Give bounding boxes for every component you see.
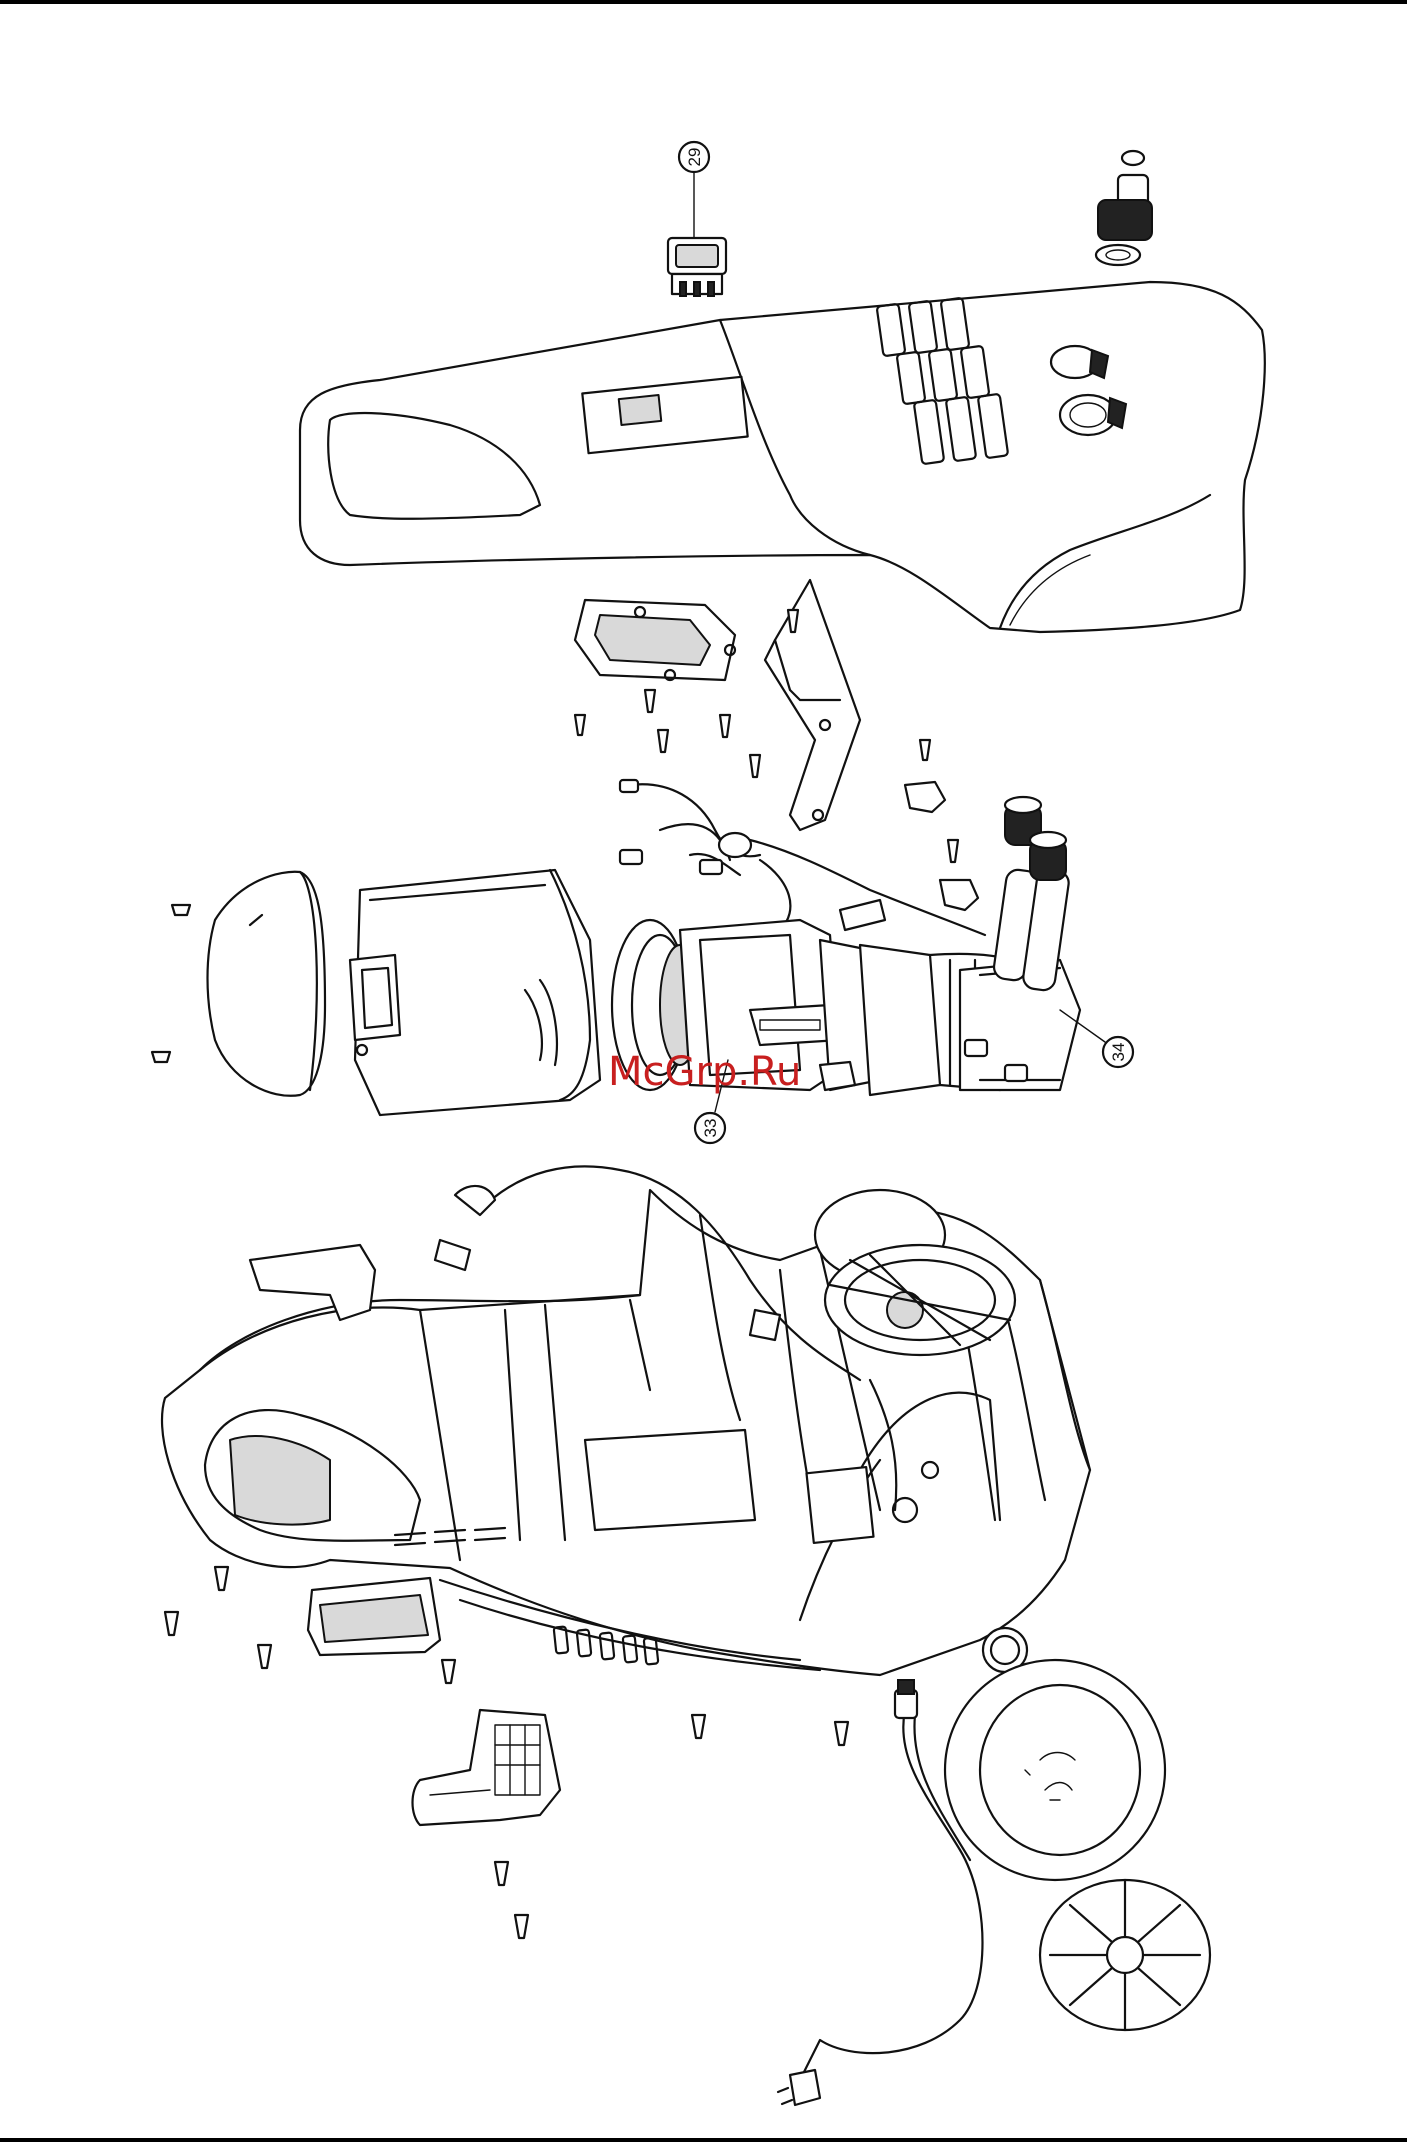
trigger-piece [250,1245,375,1320]
pump-assembly [960,797,1080,1090]
watermark: McGrp.Ru [608,1049,801,1095]
part-number-29: 29 [685,148,704,167]
hub-cap [1040,1880,1210,2030]
top-cover [300,282,1265,632]
detergent-tank [350,870,600,1115]
part-number-33: 33 [701,1119,720,1138]
clamp-lower [940,880,978,910]
rocker-switch: 29 [668,142,726,296]
part-number-34: 34 [1109,1043,1128,1062]
screw-cap-1 [172,905,190,915]
foot-stand [413,1710,561,1825]
screw-cap-2 [152,1052,170,1062]
hose-connector [1096,151,1152,265]
tank-cap [208,872,326,1096]
wheel [945,1660,1165,1880]
switch-bracket [765,580,860,830]
clamp-upper [905,782,945,812]
switch-tray [575,600,735,680]
